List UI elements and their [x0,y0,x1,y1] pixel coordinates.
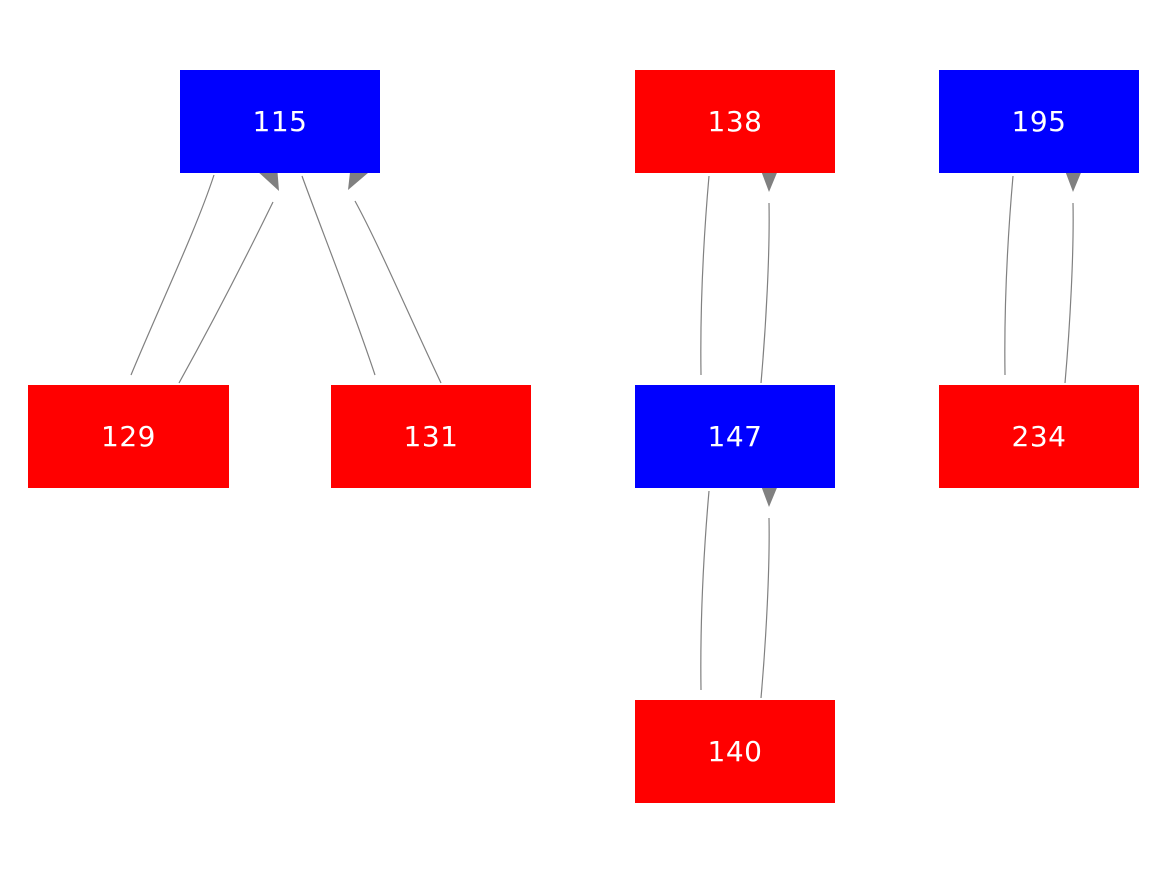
edge-140-to-147 [754,468,785,699]
graph-node-138[interactable]: 138 [635,70,835,173]
graph-node-147[interactable]: 147 [635,385,835,488]
graph-node-label: 131 [403,419,459,453]
graph-node-label: 195 [1011,104,1067,138]
edge-147-to-138 [754,153,785,384]
graph-node-129[interactable]: 129 [28,385,229,488]
edge-line [301,175,376,376]
graph-node-115[interactable]: 115 [180,70,380,173]
graph-node-label: 115 [252,104,308,138]
graph-node-234[interactable]: 234 [939,385,1139,488]
graph-node-label: 140 [707,734,763,768]
edge-129-to-115 [178,150,279,384]
edge-line [178,201,274,384]
edge-line [354,200,442,384]
graph-node-140[interactable]: 140 [635,700,835,803]
graph-node-195[interactable]: 195 [939,70,1139,173]
edge-line [700,490,710,691]
edge-line [1004,175,1014,376]
edge-line [130,174,215,376]
graph-node-131[interactable]: 131 [331,385,531,488]
edge-line [1064,202,1074,384]
edge-234-to-195 [1058,153,1089,384]
edge-line [760,517,770,699]
graph-node-label: 234 [1011,419,1067,453]
edge-131-to-115 [348,149,442,384]
edge-line [760,202,770,384]
graph-node-label: 147 [707,419,763,453]
graph-node-label: 138 [707,104,763,138]
edge-line [700,175,710,376]
graph-node-label: 129 [101,419,156,453]
